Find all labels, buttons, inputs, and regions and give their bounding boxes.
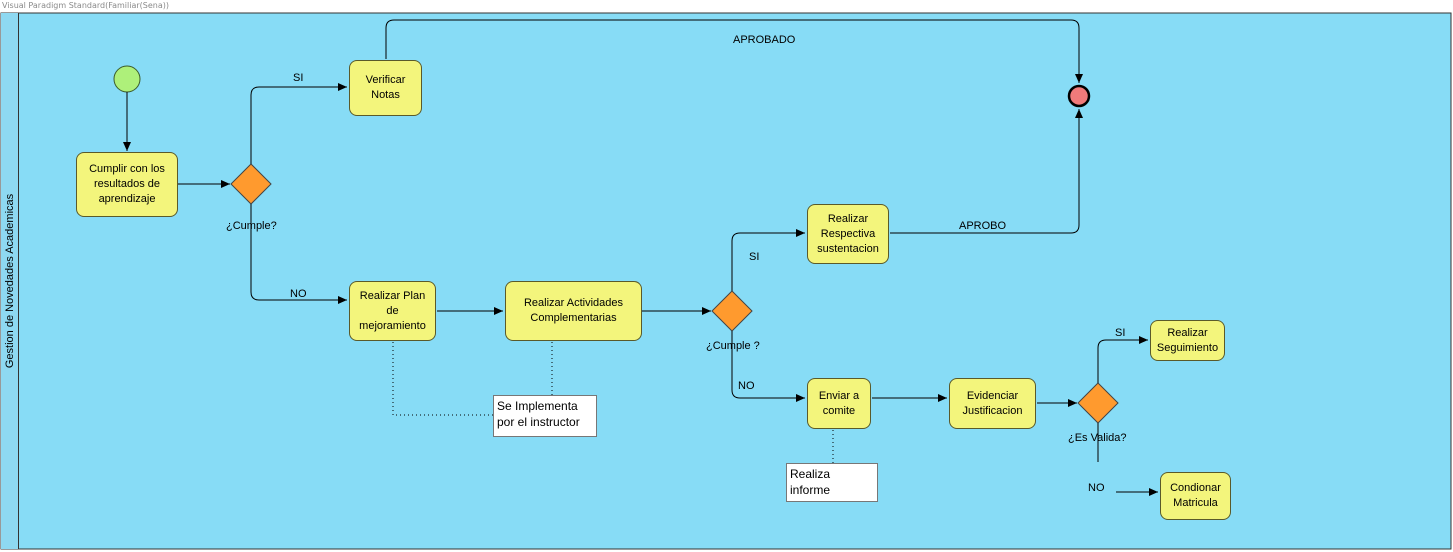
lane-label: Gestion de Novedades Academicas <box>1 13 18 549</box>
flow-gateway-si-verificar <box>250 83 347 164</box>
flow-gateway-si-seguimiento <box>1097 336 1148 383</box>
task-enviar-comite[interactable]: Enviar a comite <box>807 378 871 429</box>
note-implementa-instructor[interactable]: Se Implementa por el instructor <box>493 395 597 437</box>
lane-title: Gestion de Novedades Academicas <box>3 193 16 369</box>
task-verificar-notas[interactable]: Verificar Notas <box>349 60 422 116</box>
end-event[interactable] <box>1067 84 1091 108</box>
watermark: Visual Paradigm Standard(Familiar(Sena)) <box>2 1 169 10</box>
flow-label-aprobado: APROBADO <box>733 34 796 46</box>
task-evidenciar-justificacion[interactable]: Evidenciar Justificacion <box>949 378 1036 429</box>
flow-sustentacion-aprobo-end <box>890 109 1083 234</box>
task-cumplir-resultados[interactable]: Cumplir con los resultados de aprendizaj… <box>76 152 178 217</box>
task-respectiva-sustentacion[interactable]: Realizar Respectiva sustentacion <box>807 204 889 264</box>
flow-gateway-no-plan <box>250 204 347 304</box>
flow-label-si-3: SI <box>1115 327 1126 339</box>
flow-label-si-1: SI <box>293 72 304 84</box>
task-plan-mejoramiento[interactable]: Realizar Plan de mejoramiento <box>349 281 436 341</box>
pool-background <box>0 12 1452 550</box>
flow-verificar-aprobado-end <box>385 19 1083 83</box>
flow-label-no-1: NO <box>290 288 307 300</box>
flow-label-si-2: SI <box>749 251 760 263</box>
flow-gateway-si-sustentacion <box>731 229 805 291</box>
flow-label-no-2: NO <box>738 380 755 392</box>
note-realiza-informe[interactable]: Realiza informe <box>786 463 878 502</box>
task-condicionar-matricula[interactable]: Condionar Matricula <box>1160 472 1231 520</box>
gateway-label-es-valida: ¿Es Valida? <box>1068 432 1127 444</box>
association-plan-note <box>392 342 494 416</box>
lane-header <box>1 13 19 549</box>
task-realizar-seguimiento[interactable]: Realizar Seguimiento <box>1150 320 1225 361</box>
gateway-label-cumple-2: ¿Cumple ? <box>706 340 760 352</box>
flow-label-aprobo: APROBO <box>959 220 1007 232</box>
gateway-label-cumple-1: ¿Cumple? <box>226 220 277 232</box>
flow-gateway-no-enviar <box>731 331 805 402</box>
flow-label-no-3: NO <box>1088 482 1105 494</box>
task-actividades-complementarias[interactable]: Realizar Actividades Complementarias <box>505 281 642 341</box>
start-event[interactable] <box>113 65 141 93</box>
